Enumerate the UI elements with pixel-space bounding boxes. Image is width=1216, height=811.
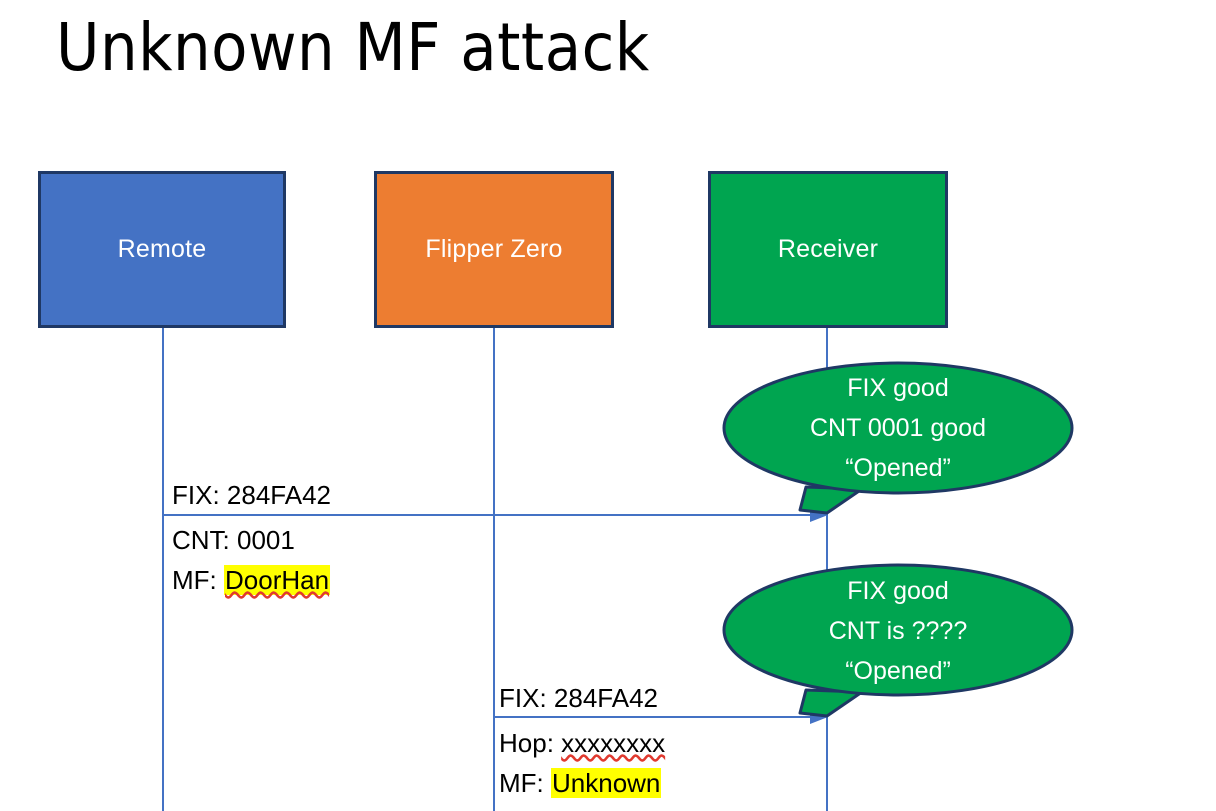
page-title: Unknown MF attack [56,9,650,86]
msg-2-mf-value: Unknown [551,768,662,798]
node-remote[interactable]: Remote [38,171,286,328]
msg-1-line-fix: FIX: 284FA42 [172,475,331,515]
msg-flipper-to-receiver-label: FIX: 284FA42 Hop: xxxxxxxx MF: Unknown [499,678,665,803]
msg-1-fix-prefix: FIX: [172,480,227,510]
node-flipper-zero-label: Flipper Zero [425,235,563,263]
msg-remote-to-receiver-label: FIX: 284FA42 CNT: 0001 MF: DoorHan [172,475,331,600]
msg-1-cnt-value: 0001 [237,525,295,555]
node-flipper-zero[interactable]: Flipper Zero [374,171,614,328]
msg-1-mf-value: DoorHan [224,565,331,595]
msg-2-line-fix: FIX: 284FA42 [499,678,665,718]
msg-2-line-hop: Hop: xxxxxxxx [499,723,665,763]
node-receiver[interactable]: Receiver [708,171,948,328]
msg-2-line-mf: MF: Unknown [499,763,665,803]
msg-2-fix-prefix: FIX: [499,683,554,713]
msg-1-line-mf: MF: DoorHan [172,560,331,600]
msg-2-mf-prefix: MF: [499,768,551,798]
msg-1-line-cnt: CNT: 0001 [172,520,331,560]
callout-unknown-shape[interactable] [722,563,1074,718]
node-receiver-label: Receiver [777,235,879,263]
msg-1-fix-value: 284FA42 [226,480,331,510]
node-remote-label: Remote [117,235,207,263]
msg-2-hop-prefix: Hop: [499,728,562,758]
callout-good-shape[interactable] [722,361,1074,515]
msg-1-mf-prefix: MF: [172,565,224,595]
msg-1-cnt-prefix: CNT: [172,525,237,555]
msg-2-hop-value: xxxxxxxx [561,728,666,758]
msg-2-fix-value: 284FA42 [553,683,658,713]
